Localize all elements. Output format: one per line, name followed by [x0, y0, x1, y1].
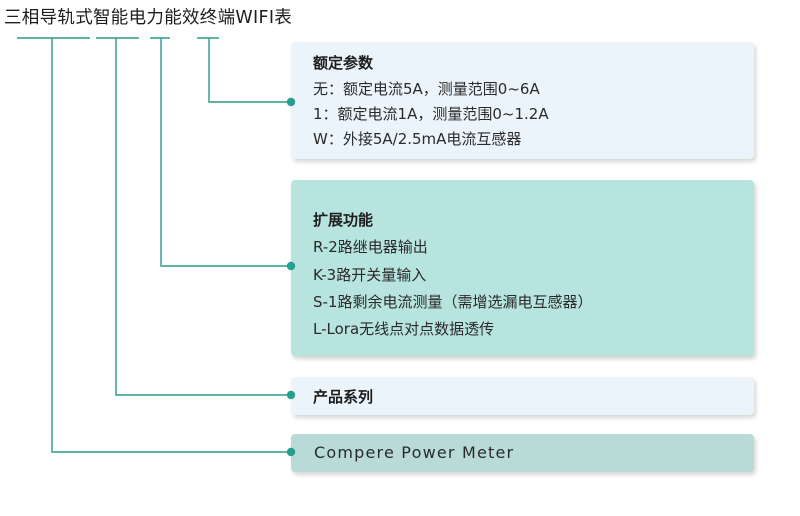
rated-params-line: W：外接5A/2.5mA电流互感器 — [313, 130, 522, 148]
rated-params-box: 额定参数 无：额定电流5A，测量范围0~6A 1：额定电流1A，测量范围0~1.… — [291, 42, 754, 159]
product-model-title: 三相导轨式智能电力能效终端WIFI表 — [4, 8, 293, 28]
connector-rated-params — [208, 38, 291, 103]
ext-function-line: L-Lora无线点对点数据透传 — [313, 320, 495, 338]
connector-ext-functions — [160, 38, 291, 267]
product-series-heading: 产品系列 — [313, 388, 374, 406]
ext-function-line: R-2路继电器输出 — [313, 238, 428, 256]
rated-params-line: 1：额定电流1A，测量范围0~1.2A — [313, 105, 549, 123]
ext-functions-heading: 扩展功能 — [313, 211, 374, 229]
ext-functions-box: 扩展功能 R-2路继电器输出 K-3路开关量输入 S-1路剩余电流测量（需增选漏… — [291, 180, 754, 356]
product-series-box: 产品系列 — [291, 377, 754, 415]
connector-brand — [51, 38, 291, 453]
connector-product-series — [115, 38, 291, 396]
rated-params-line: 无：额定电流5A，测量范围0~6A — [313, 80, 540, 98]
rated-params-heading: 额定参数 — [313, 54, 374, 72]
brand-name: Compere Power Meter — [314, 443, 515, 462]
brand-box: Compere Power Meter — [291, 434, 754, 472]
ext-function-line: S-1路剩余电流测量（需增选漏电互感器） — [313, 293, 593, 311]
ext-function-line: K-3路开关量输入 — [313, 266, 427, 284]
